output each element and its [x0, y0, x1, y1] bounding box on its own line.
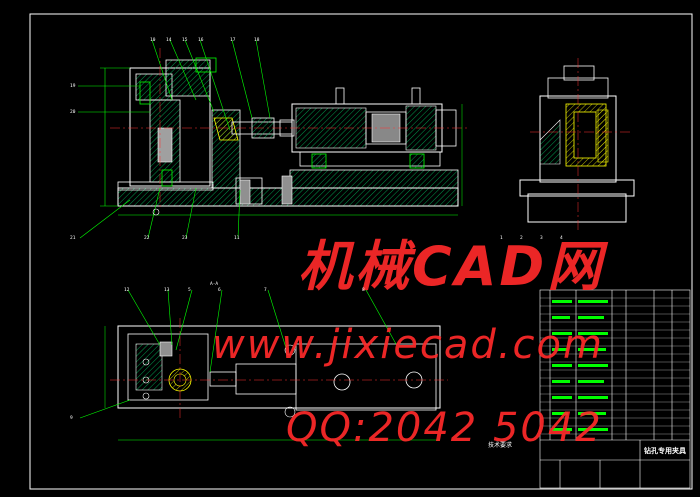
front-view: [78, 39, 470, 239]
parts-list-text-marks: [552, 300, 608, 431]
part-callout: 18: [254, 38, 260, 43]
part-callout: 17: [230, 38, 236, 43]
part-callout: 9: [70, 416, 73, 421]
part-callout: 12: [124, 288, 130, 293]
part-callout: 11: [234, 236, 240, 241]
part-callout: 23: [182, 236, 188, 241]
drawing-border: [29, 13, 693, 490]
part-callout: 8: [362, 288, 365, 293]
title-block: [539, 289, 691, 489]
parts-list-rows: [540, 297, 690, 435]
part-callout: 7: [264, 288, 267, 293]
part-callout: 4: [560, 236, 563, 241]
part-callout: 1: [500, 236, 503, 241]
top-view: [79, 289, 448, 441]
watermark-qq: QQ:2042 5042: [286, 405, 603, 451]
part-callout: 6: [218, 288, 221, 293]
part-callout: 19: [70, 84, 76, 89]
drawing-title: 钻孔专用夹具: [644, 447, 686, 455]
part-callout: 20: [70, 110, 76, 115]
part-callout: 5: [188, 288, 191, 293]
tech-requirements-title: 技术要求: [488, 442, 513, 449]
section-label: A-A: [210, 282, 219, 287]
part-callout: 3: [540, 236, 543, 241]
part-callout: 2: [520, 236, 523, 241]
watermark-title: 机械CAD网: [298, 235, 605, 298]
part-callout: 14: [166, 38, 172, 43]
part-callout: 22: [144, 236, 150, 241]
side-view: [519, 58, 635, 230]
part-callout: 10: [150, 38, 156, 43]
part-callout: 16: [198, 38, 204, 43]
watermark-url: www.jixiecad.com: [212, 322, 604, 368]
part-callout: 21: [70, 236, 76, 241]
part-callout: 15: [182, 38, 188, 43]
part-callout: 13: [164, 288, 170, 293]
